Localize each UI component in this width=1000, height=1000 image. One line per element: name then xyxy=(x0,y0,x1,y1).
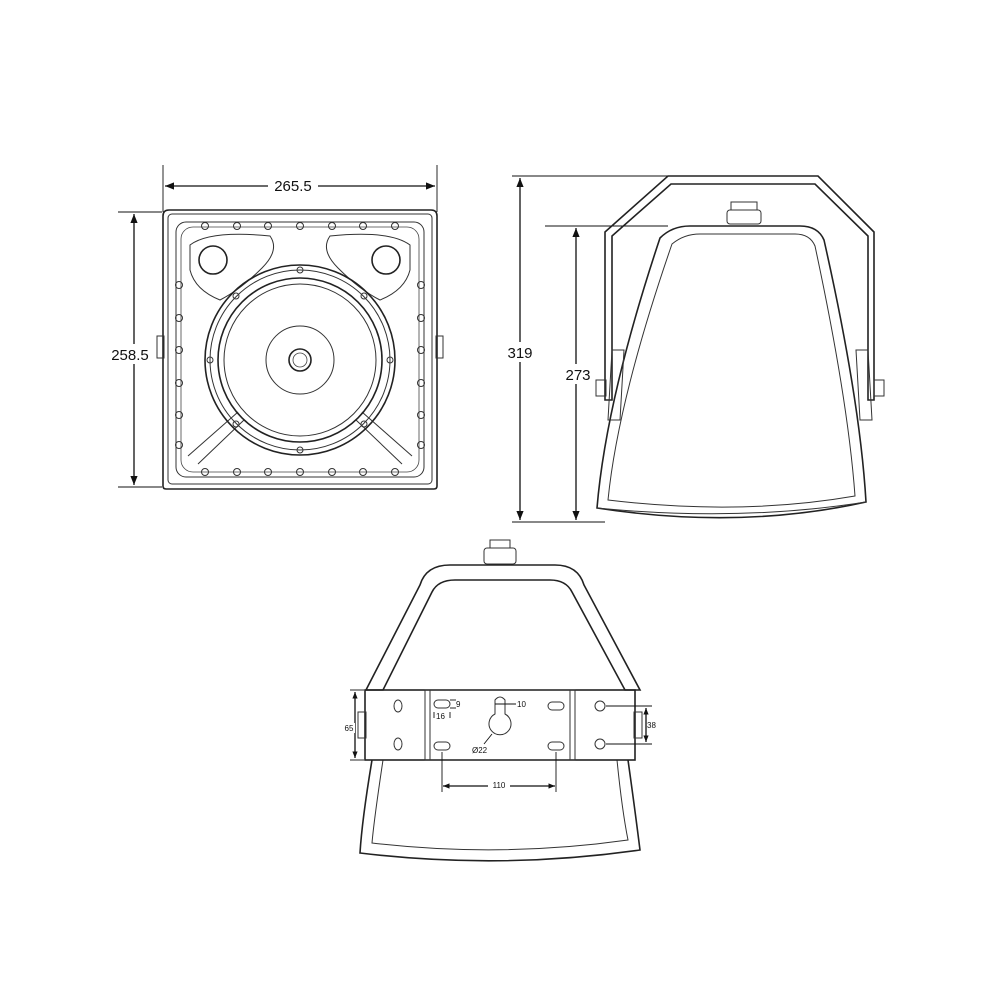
keyhole xyxy=(488,696,512,736)
rear-cable-gland-body xyxy=(483,547,517,565)
speaker-body-inner xyxy=(607,233,856,508)
rear-body-inner xyxy=(371,759,629,851)
woofer-surround xyxy=(217,277,383,443)
width-label-bg xyxy=(268,176,318,194)
mounting-bracket xyxy=(604,175,875,401)
port-housing-left xyxy=(189,233,275,301)
speaker-front-lip xyxy=(596,501,867,515)
right-side-plate xyxy=(855,349,873,421)
overall-height-label: 319 xyxy=(507,345,532,362)
right-handle xyxy=(435,335,444,359)
slot-bottom-right xyxy=(547,741,565,751)
rear-left-bolt xyxy=(357,711,367,739)
cabinet-outline xyxy=(162,209,438,490)
left-handle xyxy=(156,335,165,359)
tweeter-center xyxy=(288,348,312,372)
side-view: 319 273 xyxy=(504,175,885,523)
woofer-surround-outer xyxy=(204,264,396,456)
rear-bracket-center-plate xyxy=(424,689,576,761)
bolt-spacing-label: 38 xyxy=(647,721,656,730)
hole-left-bottom xyxy=(393,737,403,751)
rear-right-bolt xyxy=(633,711,643,739)
hole-right-top xyxy=(594,700,606,712)
slot-top-left xyxy=(433,699,451,709)
speaker-body-side xyxy=(596,225,867,519)
keyhole-diameter-leader xyxy=(483,733,493,745)
port-left xyxy=(198,245,228,275)
cable-gland-body xyxy=(726,209,762,225)
height-label: 258.5 xyxy=(111,347,149,364)
slot-top-right xyxy=(547,701,565,711)
port-housing-right xyxy=(325,233,411,301)
keyhole-diameter-label: Ø22 xyxy=(472,746,488,755)
slot-spacing-label: 110 xyxy=(493,781,506,790)
slot-width-label: 16 xyxy=(436,712,445,721)
keyhole-width-label: 10 xyxy=(517,700,526,709)
hole-right-bottom xyxy=(594,738,606,750)
woofer-dust-cap xyxy=(265,325,335,395)
rear-cable-gland-top xyxy=(489,539,511,549)
rear-bracket-arms xyxy=(364,564,642,691)
height-label-bg xyxy=(104,344,156,364)
cable-gland-top xyxy=(730,201,758,211)
brace-bottom-left xyxy=(187,411,239,457)
rear-view: 9 16 10 Ø22 110 65 38 xyxy=(341,539,656,862)
width-label: 265.5 xyxy=(274,178,312,195)
woofer-screws xyxy=(206,266,394,454)
right-bolt xyxy=(873,379,885,397)
rear-body xyxy=(359,759,641,862)
woofer-cone-edge xyxy=(223,283,377,437)
left-bolt xyxy=(595,379,607,397)
port-right xyxy=(371,245,401,275)
brace-bottom-right xyxy=(361,411,413,457)
woofer-surround-ring xyxy=(209,269,391,451)
overall-height-label-bg xyxy=(504,342,540,362)
left-side-plate xyxy=(607,349,625,421)
tweeter-dome xyxy=(292,352,308,368)
bracket-height-label: 65 xyxy=(345,724,354,733)
hole-left-top xyxy=(393,699,403,713)
body-height-label-bg xyxy=(560,364,596,384)
slot-bottom-left xyxy=(433,741,451,751)
slot-spacing-label-bg xyxy=(488,779,510,791)
grille-screws xyxy=(175,222,425,476)
rear-bracket-plate xyxy=(364,689,636,761)
front-view: 265.5 258.5 xyxy=(104,165,444,490)
grille-frame-inner xyxy=(180,226,420,473)
body-height-label: 273 xyxy=(565,367,590,384)
slot-height-label: 9 xyxy=(456,700,461,709)
bracket-height-label-bg xyxy=(341,723,355,733)
cabinet-inner-edge xyxy=(167,213,433,485)
